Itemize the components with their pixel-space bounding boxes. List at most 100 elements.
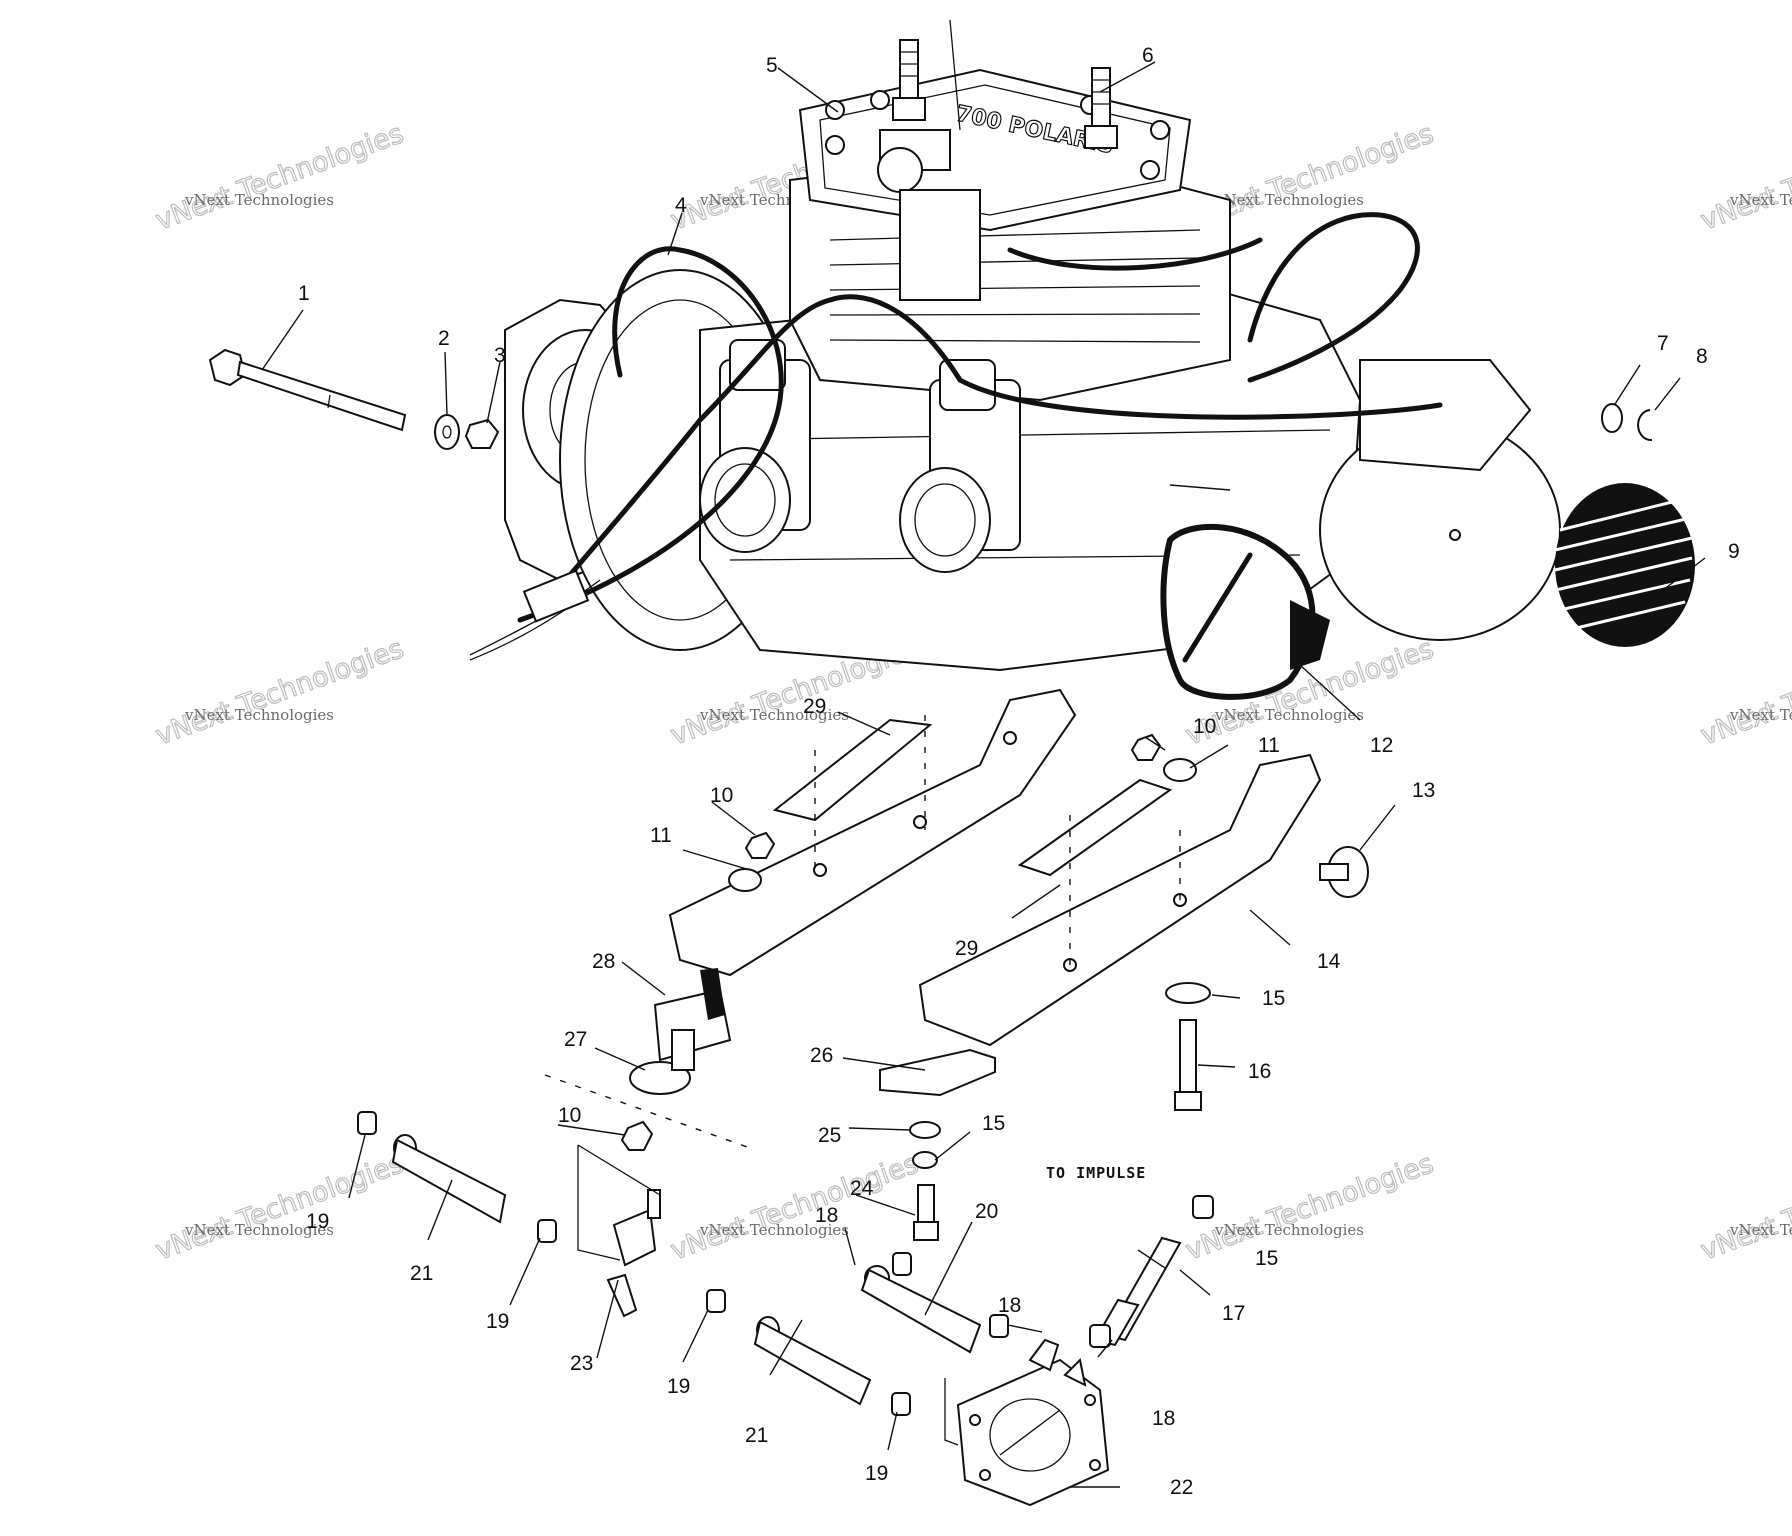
belt-guard-bracket [1290,600,1330,670]
callout-6: 6 [1142,44,1154,67]
hex-nut [464,418,500,449]
callout-17: 17 [1222,1302,1245,1325]
flat-washer [728,868,762,892]
watermark-large: vNext Technologies [152,633,408,751]
callout-18: 18 [998,1294,1021,1317]
spark-plug-right [1084,67,1118,149]
watermark-large: vNext Technologies [152,118,408,236]
callout-15: 15 [982,1112,1005,1135]
watermark: vNext Technologies vNext Technologies [1696,118,1792,238]
callout-11: 11 [650,824,672,847]
cooling-fins [829,229,1201,343]
watermark-large: vNext Technologies [667,1148,923,1266]
callout-3: 3 [494,344,506,367]
temp-sensor-wire [949,19,961,131]
watermark-small: vNext Technologies [1729,706,1792,724]
magneto-cover-center [1449,529,1461,541]
watermark: vNext Technologies vNext Technologies [666,1148,923,1268]
thermostat-housing [899,189,981,301]
hose-clamp [1192,1195,1214,1219]
spark-plug-left [892,39,926,121]
through-bolt [208,348,407,432]
callout-5: 5 [766,54,778,77]
flat-washer [1165,982,1211,1004]
callout-14: 14 [1317,950,1341,973]
callout-18: 18 [1152,1407,1175,1430]
exhaust-damper [653,968,732,1071]
mount-hole [913,815,927,829]
callout-23: 23 [570,1352,593,1375]
callout-27: 27 [564,1028,587,1051]
watermark: vNext Technologies vNext Technologies [151,118,408,238]
hose-clamp [537,1219,557,1243]
hose-clamp [357,1111,377,1135]
callout-28: 28 [592,950,615,973]
washer-hole [442,425,452,439]
hose-route [577,1144,661,1196]
fuel-line-run [957,377,1443,420]
oil-pump-mount [1359,359,1532,472]
callout-26: 26 [810,1044,833,1067]
callout-18: 18 [815,1204,838,1227]
hose-clamp [989,1314,1009,1338]
watermark-small: vNext Technologies [699,706,849,724]
flat-washer [909,1121,941,1139]
washer [434,414,460,450]
mount-hole [813,863,827,877]
crankcase-seam [719,429,1331,441]
small-washer [1601,403,1623,433]
watermark-small: vNext Technologies [699,1221,849,1239]
watermark: vNext Technologies vNext Technologies [1696,633,1792,753]
engine-assembly: 700 POLARIS [469,19,1695,700]
leader-lines [261,61,1706,1488]
mount-bolt [1174,1019,1202,1111]
hose-route [577,1145,621,1261]
carburetor-right [899,359,1021,573]
watermark-large: vNext Technologies [1697,633,1792,751]
watermark-small: vNext Technologies [1214,191,1364,209]
head-bolt [1150,120,1170,140]
watermark: vNext Technologies vNext Technologies [151,1148,408,1268]
retaining-clip [1637,409,1653,442]
callout-9: 9 [1728,540,1740,563]
callout-12: 12 [1370,734,1393,757]
engine-mount-bracket [668,688,1077,977]
callout-19: 19 [865,1462,888,1485]
callout-4: 4 [675,194,687,217]
coolant-hose-run [1007,237,1263,271]
lock-nut [620,1120,654,1151]
head-bolt [1140,160,1160,180]
fan-screen [1554,483,1695,647]
callout-21: 21 [410,1262,433,1285]
angle-bracket [879,1048,996,1097]
watermark-large: vNext Technologies [152,1148,408,1266]
watermark-large: vNext Technologies [1697,1148,1792,1266]
callout-labels: 1 2 3 4 5 6 7 8 9 10 10 10 11 11 12 13 1… [298,44,1740,1499]
mount-hole [1003,731,1017,745]
hose-clamp [892,1252,912,1276]
callout-8: 8 [1696,345,1708,368]
coolant-outlet-port [877,147,923,193]
callout-21: 21 [745,1424,768,1447]
watermark: vNext Technologies vNext Technologies [1696,1148,1792,1268]
hose-route [944,1378,959,1446]
callout-7: 7 [1657,332,1669,355]
fuel-pump [956,1338,1110,1507]
watermark-small: vNext Technologies [184,706,334,724]
watermark-large: vNext Technologies [1182,1148,1438,1266]
callout-1: 1 [298,282,310,305]
head-gasket-outline [819,84,1171,216]
alignment-line [544,1074,751,1149]
belt-guard [1160,523,1316,700]
callout-19: 19 [667,1375,690,1398]
flat-washer [1163,758,1197,782]
callout-13: 13 [1412,779,1435,802]
watermark-small: vNext Technologies [184,191,334,209]
watermark-small: vNext Technologies [1729,191,1792,209]
callout-29: 29 [803,695,826,718]
watermark-small: vNext Technologies [1214,1221,1364,1239]
callout-2: 2 [438,327,450,350]
callout-20: 20 [975,1200,998,1223]
head-bolt [825,135,845,155]
